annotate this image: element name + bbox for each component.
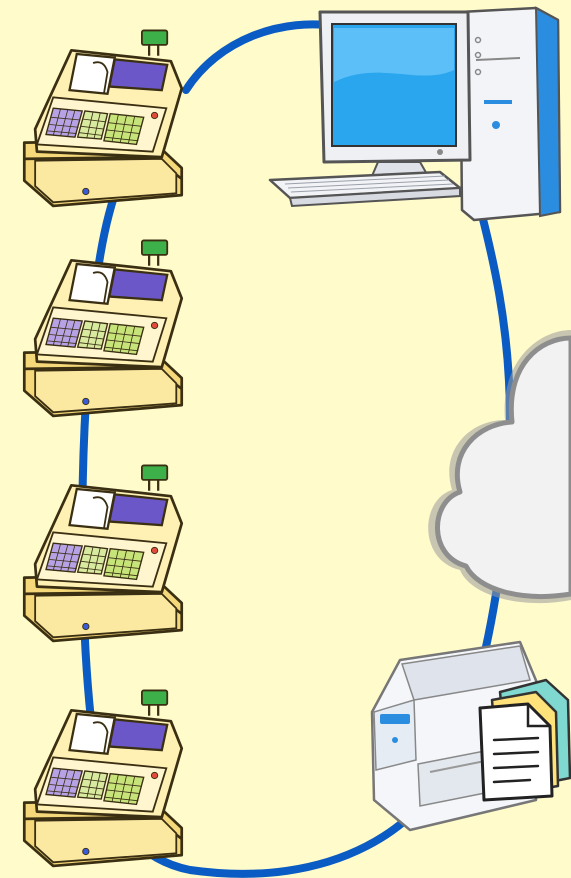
network-diagram [0,0,571,878]
